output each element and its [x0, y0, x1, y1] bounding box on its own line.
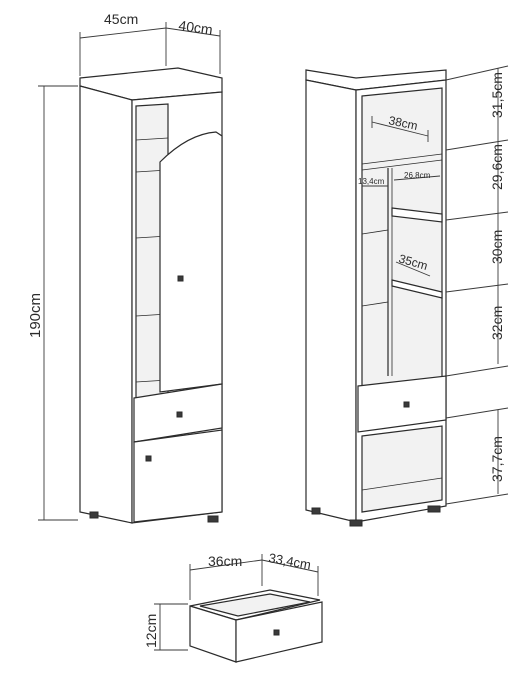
right-section-5-label: 37,7cm	[489, 436, 505, 482]
right-section-dimensions	[445, 65, 509, 505]
left-cabinet	[79, 67, 223, 524]
left-height-label: 190cm	[27, 293, 44, 338]
inner-dimensions	[362, 116, 441, 277]
door-knob-icon	[177, 275, 184, 282]
right-cabinet-interior	[361, 87, 443, 389]
left-dimensions	[38, 22, 221, 521]
drawer-width-label: 36cm	[208, 553, 242, 569]
left-cabinet-side	[79, 85, 133, 524]
drawer-knob-icon	[176, 411, 183, 418]
drawer-detail-knob-icon	[273, 629, 280, 636]
right-cabinet-foot-b-icon	[427, 505, 441, 513]
right-cabinet-foot-c-icon	[349, 519, 363, 527]
right-foot-icon	[207, 515, 219, 523]
left-foot-icon	[89, 511, 99, 519]
inner-narrow-label: 13,4cm	[358, 177, 385, 186]
right-deep-shelf-2	[391, 279, 443, 299]
drawer-detail	[189, 589, 323, 663]
right-cabinet	[305, 69, 447, 527]
right-section-3-label: 30cm	[489, 230, 505, 264]
drawer-height-label: 12cm	[143, 614, 159, 648]
right-section-1-label: 31,5cm	[489, 72, 505, 118]
inner-wide-label: 26,8cm	[404, 171, 431, 180]
drawer-dimensions	[154, 554, 319, 651]
inner-width-top-label: 38cm	[387, 113, 419, 133]
right-cabinet-foot-a-icon	[311, 507, 321, 515]
right-lower-compartment	[361, 425, 443, 513]
left-depth-label: 40cm	[178, 17, 214, 38]
right-section-2-label: 29,6cm	[489, 144, 505, 190]
right-drawer-knob-icon	[403, 401, 410, 408]
left-cabinet-door	[159, 131, 223, 393]
right-deep-shelf-1	[391, 207, 443, 223]
lower-door-knob-icon	[145, 455, 152, 462]
right-section-4-label: 32cm	[489, 306, 505, 340]
right-cabinet-drawer	[357, 375, 447, 433]
left-width-label: 45cm	[104, 11, 138, 27]
left-cabinet-lower-door	[133, 429, 223, 523]
drawer-depth-label: 33,4cm	[267, 550, 312, 572]
drawer-box-interior	[199, 593, 311, 617]
right-cabinet-side	[305, 79, 357, 523]
